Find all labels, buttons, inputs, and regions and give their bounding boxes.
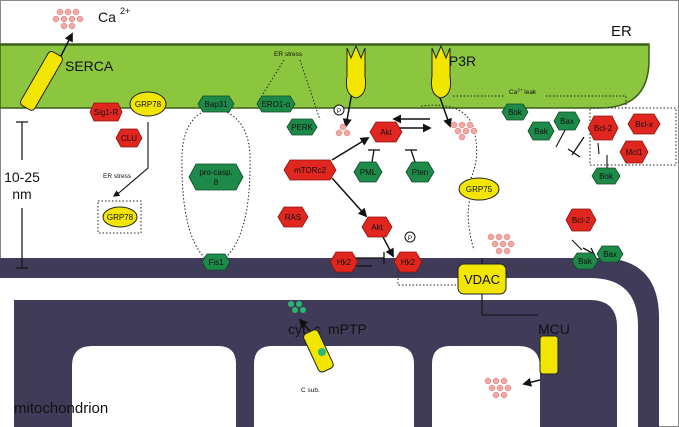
svg-text:PML: PML bbox=[360, 168, 377, 177]
perk-protein: PERK bbox=[286, 118, 318, 136]
svg-text:Bcl-2: Bcl-2 bbox=[594, 124, 613, 133]
calcium-ions bbox=[450, 121, 478, 141]
mtorc2-protein: mTORc2 bbox=[283, 159, 337, 181]
bak-top-protein: Bak bbox=[527, 121, 555, 141]
svg-text:Hk2: Hk2 bbox=[401, 258, 416, 267]
svg-text:mTORc2: mTORc2 bbox=[294, 166, 326, 175]
pten-protein: Pten bbox=[405, 161, 435, 183]
mptp-label: mPTP bbox=[328, 321, 367, 337]
bclx-protein: Bcl-x bbox=[627, 113, 661, 135]
distance-bracket bbox=[16, 121, 28, 269]
bcl2-top-protein: Bcl-2 bbox=[587, 115, 619, 141]
svg-text:PERK: PERK bbox=[291, 123, 313, 132]
hk2-right-protein: Hk2 bbox=[393, 251, 423, 273]
er-stress-mid-label: ER stress bbox=[103, 173, 132, 180]
ras-protein: RAS bbox=[277, 206, 309, 228]
svg-text:GRP78: GRP78 bbox=[135, 100, 162, 109]
grp78-lower-protein: GRP78 bbox=[102, 206, 138, 228]
svg-text:P: P bbox=[408, 235, 412, 242]
phosphate-icon: P bbox=[404, 231, 416, 243]
grp78-protein: GRP78 bbox=[129, 91, 167, 117]
bax-top-protein: Bax bbox=[553, 111, 581, 131]
pml-protein: PML bbox=[353, 161, 383, 183]
svg-text:RAS: RAS bbox=[285, 213, 301, 222]
svg-text:Pten: Pten bbox=[412, 168, 428, 177]
svg-text:Bok: Bok bbox=[599, 172, 614, 181]
clu-protein: CLU bbox=[115, 128, 143, 148]
fis1-protein: Fis1 bbox=[201, 253, 231, 271]
svg-text:Bax: Bax bbox=[603, 250, 617, 259]
c-sub-label: C sub. bbox=[301, 387, 320, 394]
bok-top-protein: Bok bbox=[501, 103, 529, 121]
bcl2-low-protein: Bcl-2 bbox=[565, 208, 597, 232]
calcium-ions bbox=[487, 233, 515, 255]
svg-text:P: P bbox=[337, 108, 341, 115]
svg-text:pro-casp.: pro-casp. bbox=[199, 168, 232, 177]
ip3r-channel-left bbox=[345, 44, 367, 99]
svg-text:Bcl-x: Bcl-x bbox=[635, 120, 653, 129]
serca-label: SERCA bbox=[65, 58, 114, 74]
akt-top-protein: Akt bbox=[369, 121, 403, 143]
svg-text:GRP75: GRP75 bbox=[466, 185, 493, 194]
mcu-label: MCU bbox=[538, 321, 570, 337]
phosphate-icon: P bbox=[333, 104, 345, 116]
dotted-connectors bbox=[97, 59, 677, 286]
svg-text:Mcl1: Mcl1 bbox=[626, 148, 643, 157]
grp75-protein: GRP75 bbox=[458, 177, 500, 201]
svg-text:Akt: Akt bbox=[371, 223, 383, 232]
svg-text:Bap31: Bap31 bbox=[204, 100, 228, 109]
svg-text:CLU: CLU bbox=[121, 134, 137, 143]
svg-text:Bok: Bok bbox=[508, 108, 523, 117]
svg-text:Bak: Bak bbox=[578, 257, 593, 266]
bax-low-protein: Bax bbox=[596, 245, 624, 263]
calcium-ions bbox=[484, 377, 512, 399]
calcium-ions bbox=[335, 123, 351, 137]
svg-text:Hk2: Hk2 bbox=[337, 258, 352, 267]
er-membrane bbox=[0, 43, 650, 109]
serca-channel bbox=[20, 50, 63, 111]
bak-low-protein: Bak bbox=[571, 252, 599, 270]
svg-text:Akt: Akt bbox=[380, 128, 392, 137]
ca-leak-label: Ca2+ leak bbox=[509, 88, 537, 97]
svg-text:Fis1: Fis1 bbox=[208, 258, 224, 267]
ip3r-channel-right bbox=[430, 44, 452, 99]
calcium-ions bbox=[52, 8, 84, 30]
cytochrome-c bbox=[288, 301, 306, 313]
vdac-channel: VDAC bbox=[457, 263, 507, 295]
svg-text:Bcl-2: Bcl-2 bbox=[572, 216, 591, 225]
svg-text:GRP78: GRP78 bbox=[107, 213, 134, 222]
er-label: ER bbox=[611, 23, 632, 40]
ero1a-protein: ERO1-α bbox=[256, 95, 296, 113]
distance-label-1: 10-25 bbox=[4, 169, 40, 185]
procasp-protein: pro-casp. 8 bbox=[188, 163, 244, 191]
svg-text:Bax: Bax bbox=[560, 117, 574, 126]
mcu-channel bbox=[539, 335, 559, 375]
mptp-channel bbox=[303, 329, 334, 373]
svg-text:8: 8 bbox=[214, 178, 219, 187]
svg-text:ERO1-α: ERO1-α bbox=[261, 100, 290, 109]
svg-text:Sig1-R: Sig1-R bbox=[94, 108, 119, 117]
distance-label-2: nm bbox=[12, 186, 31, 202]
akt-mid-protein: Akt bbox=[361, 216, 393, 238]
svg-text:Bak: Bak bbox=[534, 127, 549, 136]
er-stress-top-label: ER stress bbox=[274, 51, 303, 58]
vdac-label: VDAC bbox=[464, 272, 500, 287]
bap31-protein: Bap31 bbox=[197, 95, 235, 113]
ca-superscript: 2+ bbox=[120, 6, 130, 16]
bok-right-protein: Bok bbox=[591, 167, 621, 185]
mcl1-protein: Mcl1 bbox=[619, 140, 649, 164]
sig1r-protein: Sig1-R bbox=[89, 102, 123, 122]
mitochondrion-label: mitochondrion bbox=[14, 400, 108, 417]
ip3r-label: IP3R bbox=[445, 53, 476, 69]
mito-cristae bbox=[14, 300, 617, 427]
ca-label: Ca bbox=[98, 9, 116, 25]
hk2-left-protein: Hk2 bbox=[329, 251, 359, 273]
